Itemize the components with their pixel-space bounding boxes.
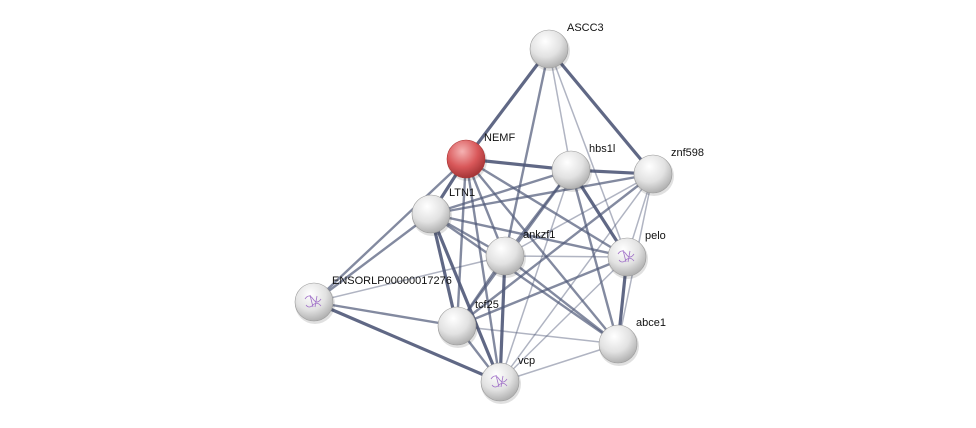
node-ASCC3[interactable]: ASCC3 [529, 22, 604, 71]
node-NEMF[interactable]: NEMF [446, 132, 515, 181]
node-label: ENSORLP00000017276 [332, 275, 452, 287]
edges [313, 47, 655, 384]
edge-LTN1-abce1[interactable] [430, 213, 619, 345]
node-circle[interactable] [633, 154, 673, 194]
protein-structure-icon [304, 294, 322, 308]
node-abce1[interactable]: abce1 [598, 317, 666, 366]
edge-LTN1-ENSORLP[interactable] [313, 213, 432, 303]
node-label: abce1 [636, 317, 666, 329]
node-label: pelo [645, 230, 666, 242]
edge-LTN1-pelo[interactable] [430, 212, 628, 259]
edge-ankzf1-abce1[interactable] [504, 255, 619, 345]
edge-ankzf1-pelo[interactable] [504, 255, 628, 258]
node-circle[interactable] [294, 282, 334, 322]
edge-ASCC3-ankzf1[interactable] [503, 48, 551, 257]
node-label: vcp [518, 355, 535, 367]
node-label: hbs1l [589, 143, 615, 155]
node-label: ASCC3 [567, 22, 604, 34]
node-circle[interactable] [437, 306, 477, 346]
edge-ASCC3-znf598[interactable] [547, 47, 655, 176]
edge-abce1-vcp[interactable] [499, 343, 619, 383]
edge-LTN1-vcp[interactable] [429, 213, 502, 383]
node-tcf25[interactable]: tcf25 [437, 299, 499, 348]
node-ankzf1[interactable]: ankzf1 [485, 229, 555, 278]
node-circle[interactable] [551, 150, 591, 190]
edge-znf598-ankzf1[interactable] [504, 173, 654, 257]
edge-hbs1l-abce1[interactable] [569, 169, 620, 345]
node-label: NEMF [484, 132, 515, 144]
node-ENSORLP[interactable]: ENSORLP00000017276 [294, 275, 452, 324]
node-LTN1[interactable]: LTN1 [411, 187, 475, 236]
node-circle[interactable] [598, 324, 638, 364]
node-circle[interactable] [480, 362, 520, 402]
protein-structure-icon [617, 249, 635, 263]
edge-NEMF-ENSORLP[interactable] [313, 158, 467, 303]
node-vcp[interactable]: vcp [480, 355, 535, 404]
node-circle[interactable] [529, 29, 569, 69]
edge-znf598-tcf25[interactable] [456, 173, 654, 327]
edge-NEMF-vcp[interactable] [464, 158, 502, 383]
node-pelo[interactable]: pelo [607, 230, 666, 279]
edge-NEMF-tcf25[interactable] [455, 158, 468, 327]
edge-ASCC3-pelo[interactable] [548, 48, 628, 258]
edge-pelo-tcf25[interactable] [456, 255, 628, 328]
node-label: ankzf1 [523, 229, 555, 241]
edge-hbs1l-LTN1[interactable] [430, 168, 572, 216]
edge-ASCC3-NEMF[interactable] [464, 48, 551, 160]
edge-hbs1l-vcp[interactable] [499, 169, 572, 383]
edge-ankzf1-vcp[interactable] [498, 255, 507, 383]
node-znf598[interactable]: znf598 [633, 147, 704, 196]
node-circle[interactable] [446, 139, 486, 179]
protein-structure-icon [490, 374, 508, 388]
edge-ASCC3-hbs1l[interactable] [548, 48, 572, 171]
node-label: znf598 [671, 147, 704, 159]
edge-ENSORLP-vcp[interactable] [313, 300, 501, 384]
edge-NEMF-pelo[interactable] [465, 157, 628, 259]
node-label: tcf25 [475, 299, 499, 311]
edge-ankzf1-ENSORLP[interactable] [313, 255, 506, 303]
edge-ENSORLP-tcf25[interactable] [313, 300, 458, 328]
node-circle[interactable] [607, 237, 647, 277]
edge-tcf25-abce1[interactable] [456, 325, 619, 345]
node-label: LTN1 [449, 187, 475, 199]
node-hbs1l[interactable]: hbs1l [551, 143, 615, 192]
edge-NEMF-abce1[interactable] [465, 158, 619, 345]
node-circle[interactable] [485, 236, 525, 276]
edge-pelo-vcp[interactable] [499, 256, 628, 383]
edge-znf598-LTN1[interactable] [430, 172, 654, 216]
node-circle[interactable] [411, 194, 451, 234]
